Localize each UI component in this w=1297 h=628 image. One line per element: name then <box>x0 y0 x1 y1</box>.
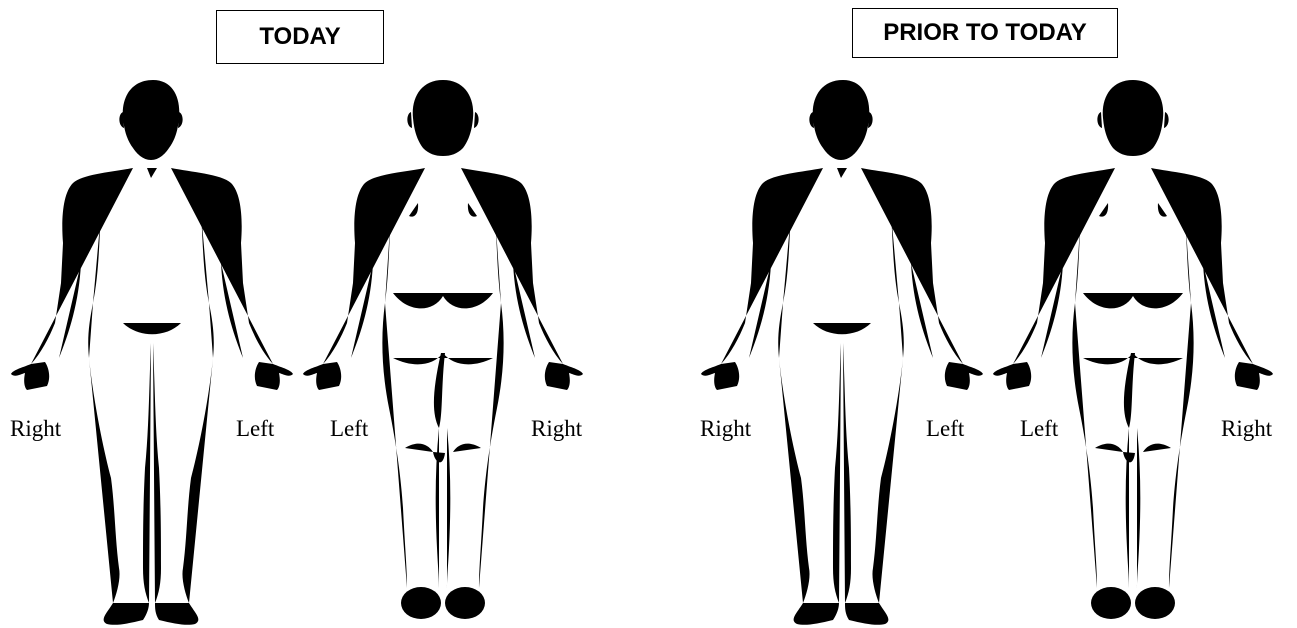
panel-title-today: TODAY <box>216 10 384 64</box>
body-back-icon[interactable] <box>983 68 1283 628</box>
label-front-left: Left <box>926 416 964 442</box>
label-back-left: Left <box>330 416 368 442</box>
body-front-icon[interactable] <box>3 68 303 628</box>
body-back-icon[interactable] <box>293 68 593 628</box>
label-front-left: Left <box>236 416 274 442</box>
label-front-right: Right <box>10 416 61 442</box>
panel-title-prior: PRIOR TO TODAY <box>852 8 1118 58</box>
label-front-right: Right <box>700 416 751 442</box>
label-back-left: Left <box>1020 416 1058 442</box>
body-front-icon[interactable] <box>693 68 993 628</box>
label-back-right: Right <box>1221 416 1272 442</box>
label-back-right: Right <box>531 416 582 442</box>
